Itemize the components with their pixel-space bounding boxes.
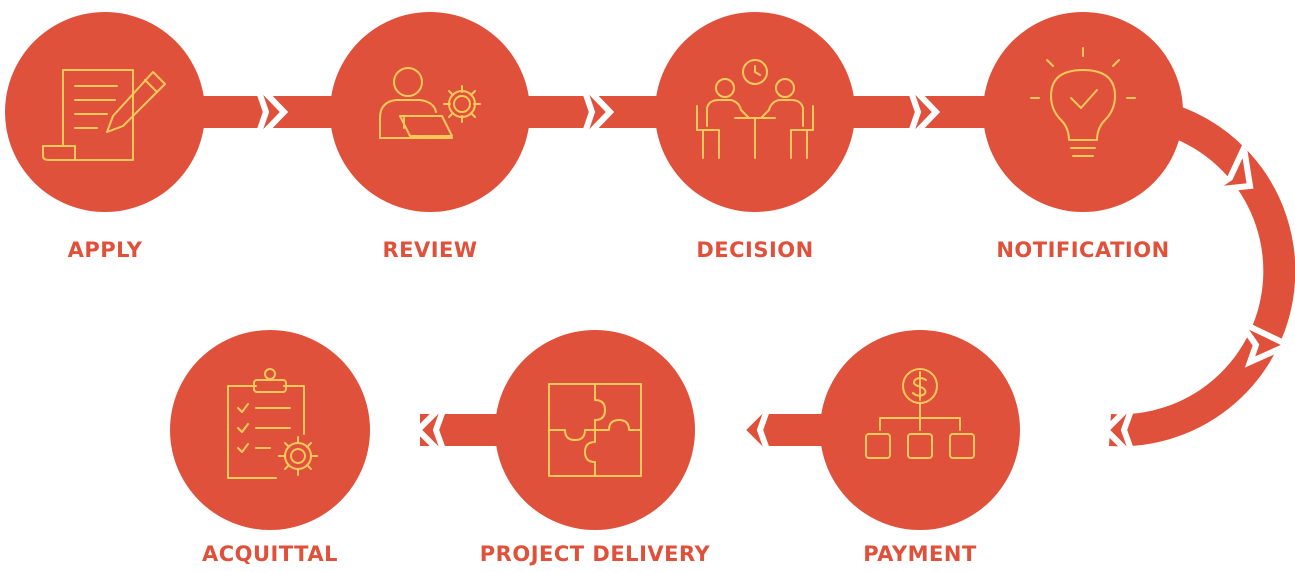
arrow-delivery-acquittal (413, 399, 449, 461)
circle-review (330, 12, 530, 212)
arrow-decision-notification (905, 80, 941, 144)
step-label-notification: NOTIFICATION (996, 238, 1170, 262)
arrow-payment-delivery (737, 399, 773, 461)
person-laptop-gear-icon (379, 67, 481, 139)
arrow-loop-upper (1210, 137, 1254, 193)
circle-decision (655, 12, 855, 212)
step-label-acquittal: ACQUITTAL (201, 542, 339, 566)
dollar-hierarchy-icon (865, 368, 975, 459)
arrow-loop-bottom (1101, 399, 1137, 461)
puzzle-icon (548, 383, 642, 477)
circle-notification (983, 12, 1183, 212)
step-label-payment: PAYMENT (863, 542, 977, 566)
clipboard-checklist-gear-icon (227, 368, 318, 479)
meeting-clock-icon (696, 59, 814, 159)
arrow-apply-review (253, 80, 289, 144)
circle-acquittal (170, 330, 370, 530)
document-pen-icon (42, 69, 166, 161)
lightbulb-check-icon (1030, 47, 1136, 157)
step-circles (5, 12, 1183, 530)
step-label-decision: DECISION (696, 238, 814, 262)
step-label-review: REVIEW (382, 238, 478, 262)
arrow-loop-lower (1231, 314, 1295, 368)
arrows (253, 80, 1295, 461)
circle-apply (5, 12, 205, 212)
step-label-apply: APPLY (67, 238, 143, 262)
step-label-project-delivery: PROJECT DELIVERY (479, 542, 711, 566)
connector-loop-curve (1109, 96, 1295, 447)
arrow-review-decision (579, 80, 615, 144)
